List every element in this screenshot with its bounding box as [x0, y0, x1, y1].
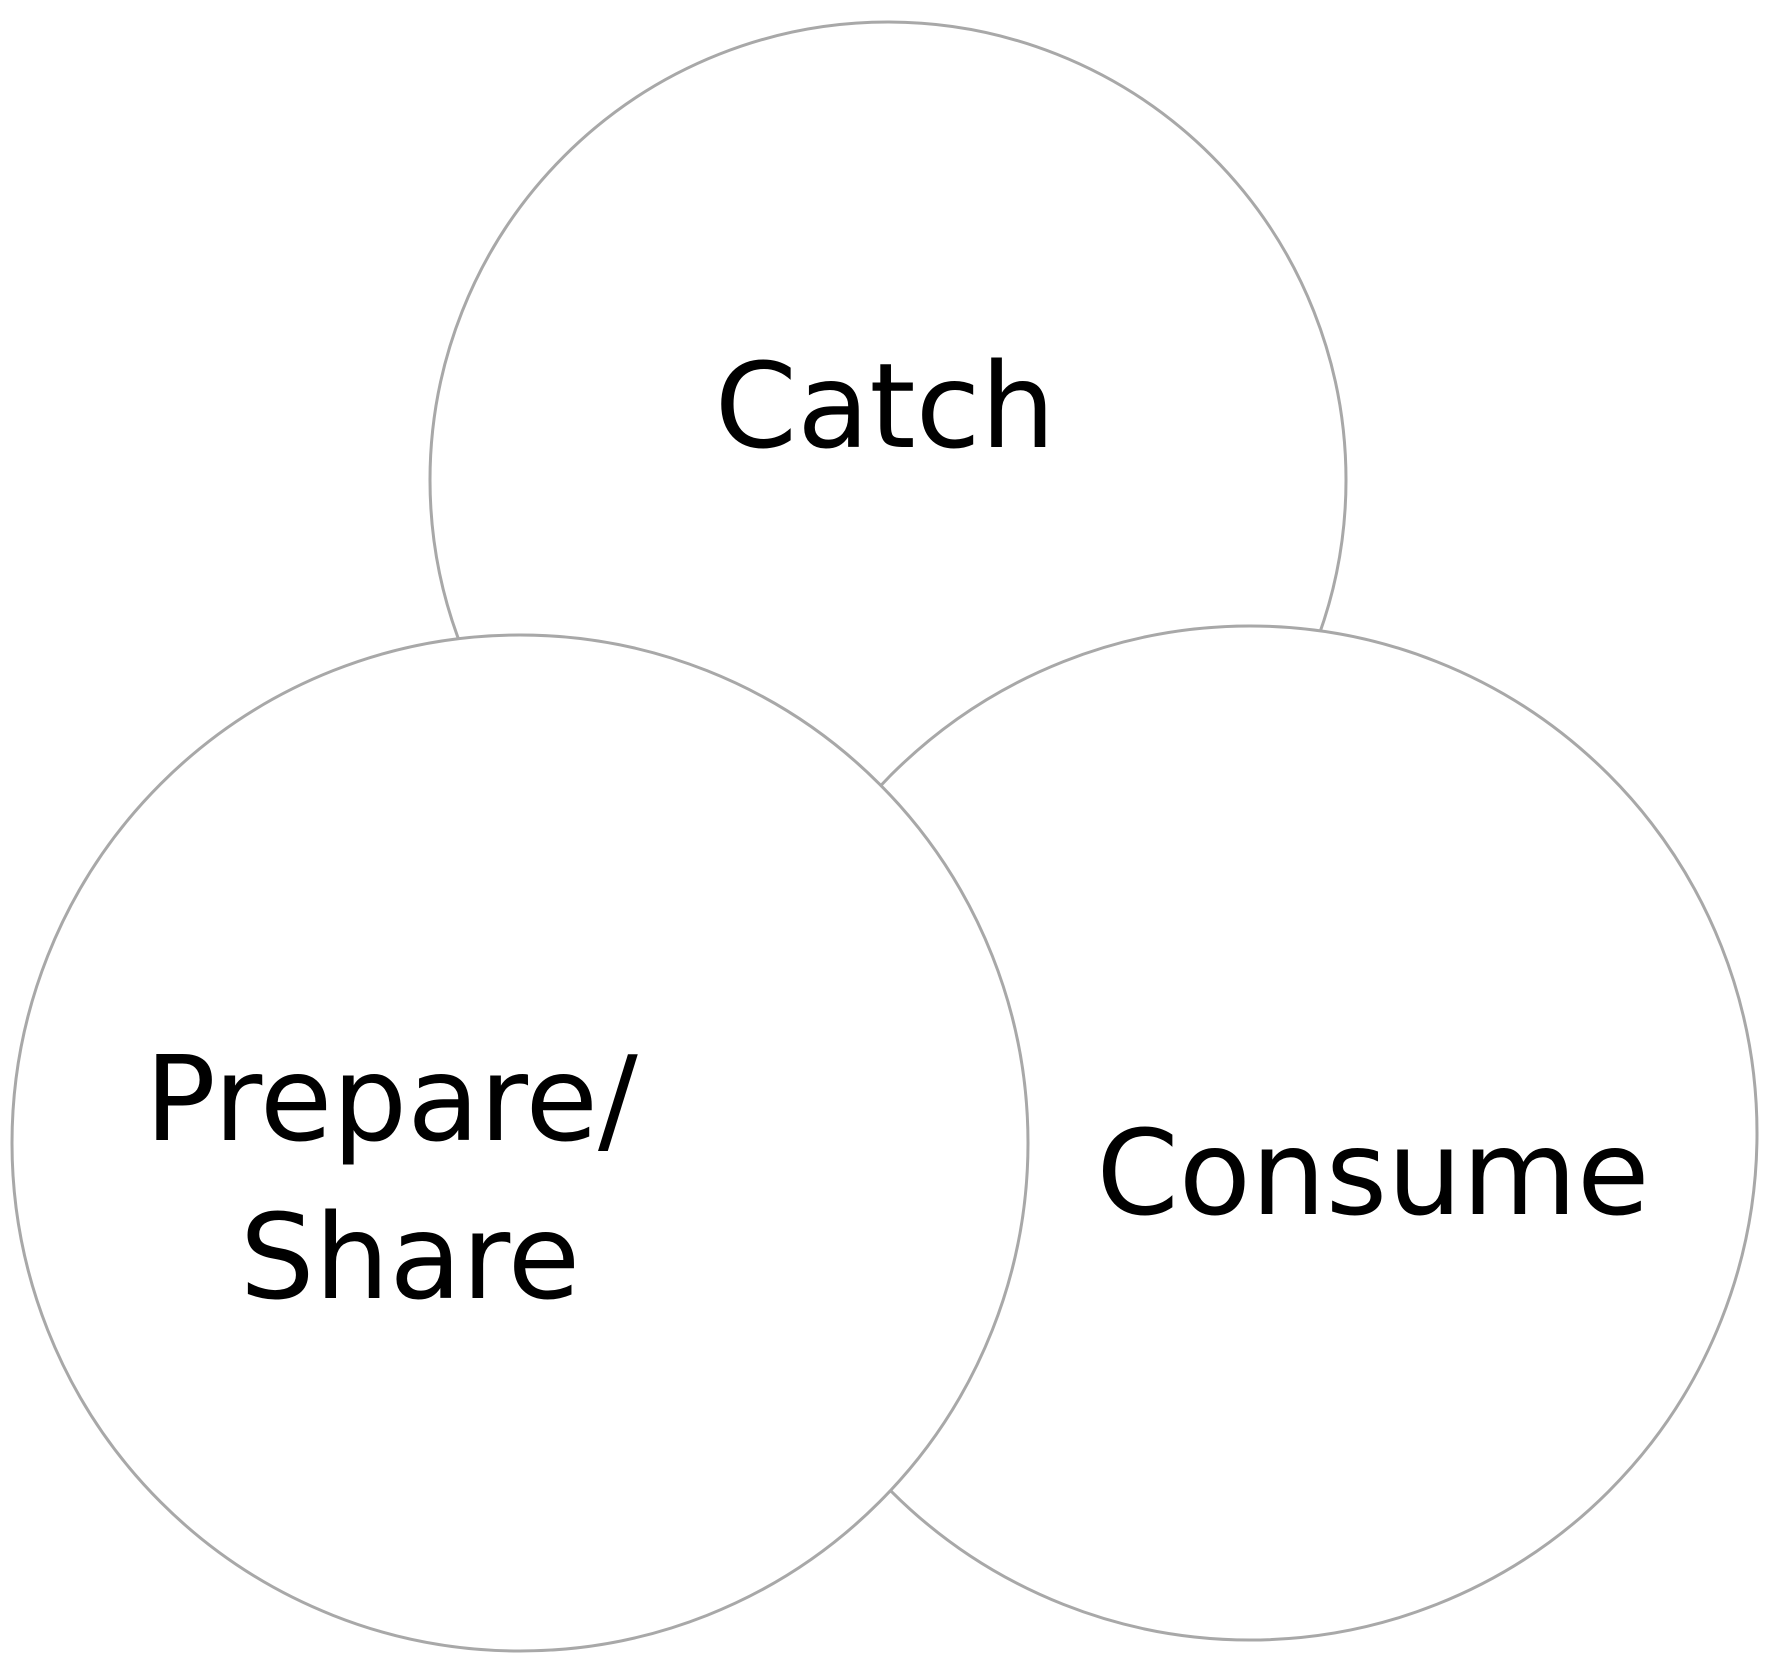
prepare-share-label-line-1: Prepare/: [145, 1030, 638, 1168]
catch-label: Catch: [715, 337, 1056, 475]
prepare-share-label: Prepare/ Share: [145, 1030, 676, 1326]
catch-label-line-1: Catch: [715, 337, 1056, 475]
prepare-share-label-line-2: Share: [240, 1188, 581, 1326]
consume-label-line-1: Consume: [1096, 1104, 1649, 1242]
consume-label: Consume: [1096, 1104, 1649, 1242]
prepare-share-circle: [10, 633, 1030, 1653]
